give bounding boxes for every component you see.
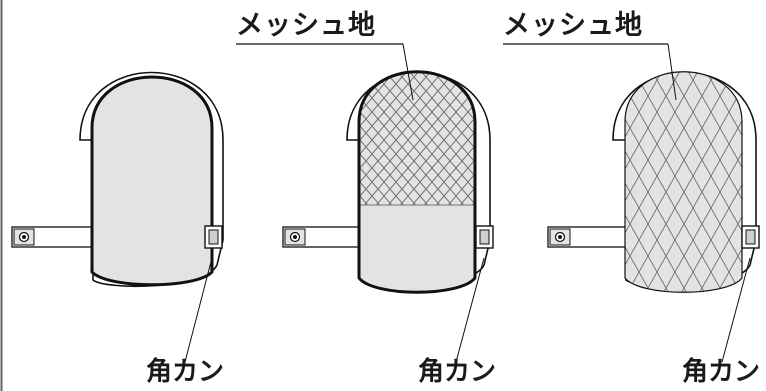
leader-line-kan-2	[455, 257, 485, 363]
leader-line-kan-1	[184, 257, 213, 363]
square-ring-label-3: 角カン	[682, 357, 761, 387]
strap-3	[547, 226, 633, 248]
square-ring-icon	[741, 225, 760, 249]
square-ring-icon	[204, 225, 223, 249]
leader-line-mesh-1b	[402, 43, 414, 101]
mesh-fabric-label-1: メッシュ地	[236, 10, 376, 41]
square-ring-icon	[475, 225, 494, 249]
square-ring-label-1: 角カン	[146, 357, 225, 387]
leader-line-mesh-2b	[667, 43, 677, 101]
glove-plain	[11, 71, 224, 363]
mesh-area-3	[624, 71, 743, 293]
mesh-area-2	[359, 71, 475, 205]
square-ring-label-2: 角カン	[418, 357, 497, 387]
leader-line-kan-3	[721, 257, 751, 363]
strap-1	[11, 226, 97, 248]
mesh-fabric-label-2: メッシュ地	[503, 10, 643, 41]
glove-body-1	[90, 75, 214, 287]
strap-2	[282, 226, 368, 248]
glove-full-mesh	[503, 43, 760, 363]
glove-half-mesh	[236, 43, 494, 363]
